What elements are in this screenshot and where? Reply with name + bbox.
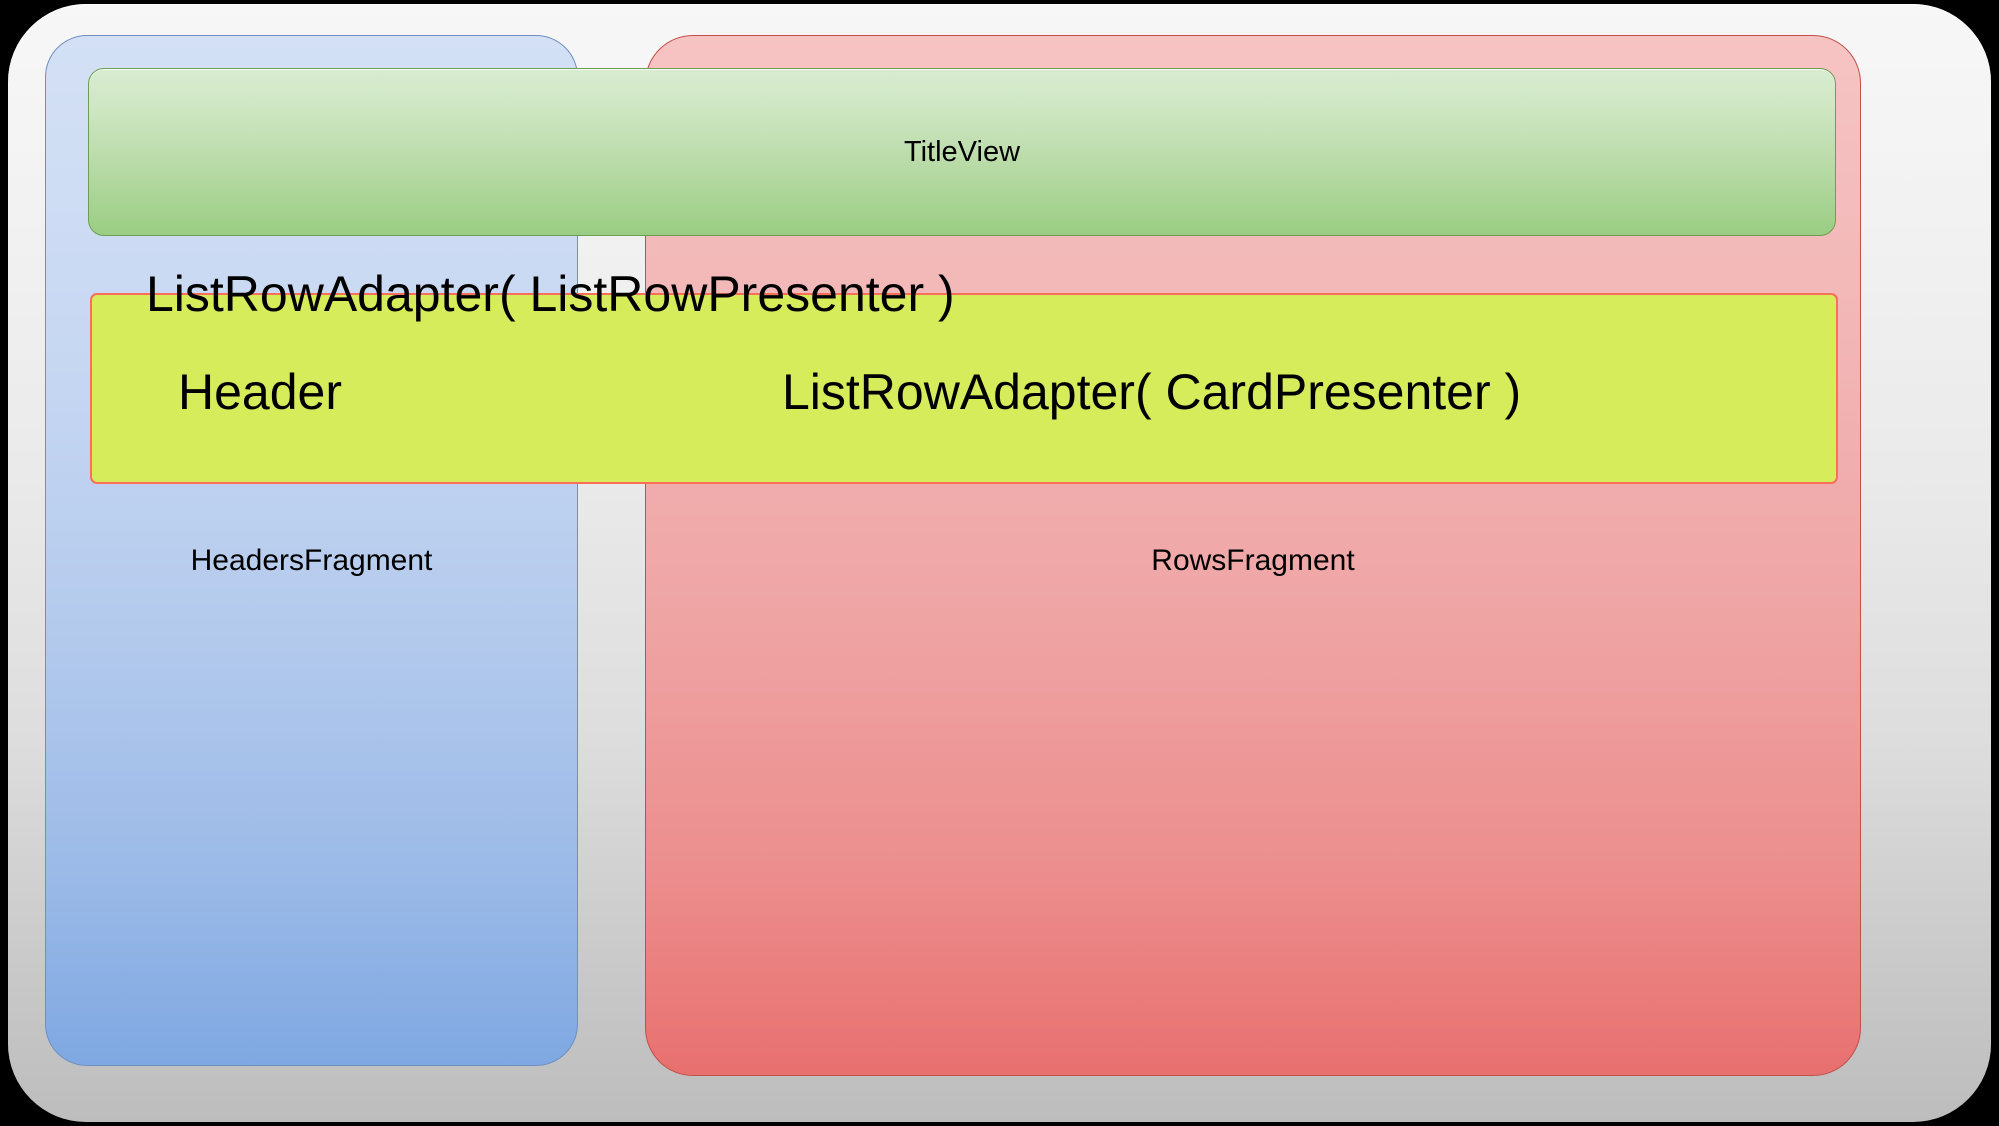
rows-fragment-label: RowsFragment [1151,544,1355,577]
list-row-box [90,293,1838,484]
row-header-label: Header [178,364,342,420]
title-view-label: TitleView [903,135,1021,168]
headers-fragment-label: HeadersFragment [190,544,433,577]
list-row-adapter-card-presenter-label: ListRowAdapter( CardPresenter ) [782,364,1522,420]
title-view-box: TitleView [88,68,1836,236]
list-row-adapter-presenter-caption: ListRowAdapter( ListRowPresenter ) [146,266,955,322]
